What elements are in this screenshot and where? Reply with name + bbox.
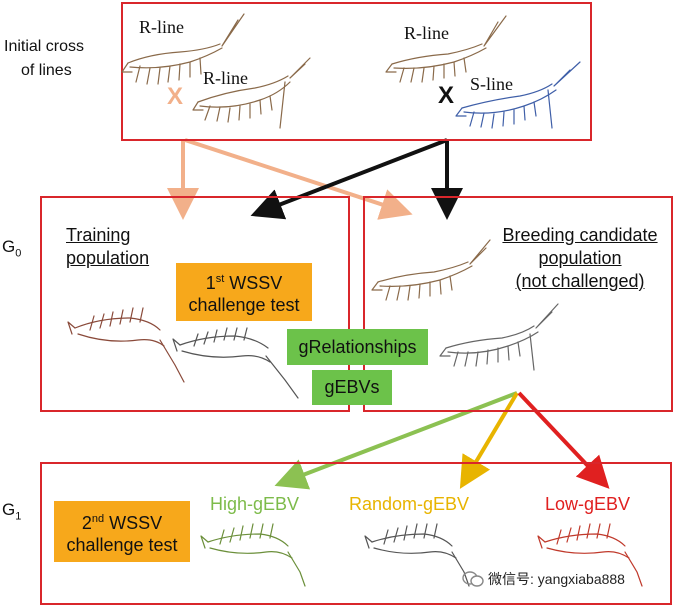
watermark: 微信号: yangxiaba888 — [462, 569, 625, 589]
grelationships-box: gRelationships — [287, 329, 428, 365]
breeding-population-box — [363, 196, 673, 412]
arrow-to-low — [517, 391, 610, 489]
gebvs-box: gEBVs — [312, 370, 392, 405]
left-bottom-rline-label: R-line — [203, 68, 248, 88]
training-population-title: Training population — [66, 225, 150, 268]
low-gebv-label: Low-gEBV — [545, 494, 631, 514]
arrow-rs-to-training — [250, 138, 448, 220]
training-population-box — [40, 196, 350, 412]
random-gebv-label: Random-gEBV — [349, 494, 470, 514]
cross-symbol-right: X — [438, 82, 455, 109]
right-top-rline-label: R-line — [404, 23, 449, 43]
arrow-rr-to-breeding — [184, 138, 413, 220]
first-challenge-test-box: 1st WSSV challenge test — [176, 263, 312, 321]
shrimp-random-gebv — [364, 523, 470, 587]
right-bottom-sline-label: S-line — [470, 74, 513, 94]
shrimp-breeding-bottom — [439, 303, 559, 371]
arrow-to-high — [274, 391, 518, 490]
arrow-to-random — [459, 391, 519, 489]
g1-box — [40, 462, 672, 605]
high-gebv-label: High-gEBV — [210, 494, 300, 514]
breeding-population-title: Breeding candidate population (not chall… — [502, 225, 658, 291]
g1-label: G1 — [2, 500, 22, 523]
shrimp-s-bottomright — [455, 61, 581, 129]
shrimp-r-topright — [385, 15, 507, 83]
shrimp-high-gebv — [200, 523, 306, 587]
initial-cross-label: Initial cross of lines — [4, 38, 85, 79]
second-challenge-test-box: 2nd WSSV challenge test — [54, 501, 190, 562]
cross-symbol-left: X — [167, 83, 184, 110]
g0-label: G0 — [2, 237, 22, 260]
watermark-text: 微信号: yangxiaba888 — [488, 571, 625, 587]
shrimp-r-bottomleft — [192, 57, 311, 129]
wechat-icon — [462, 571, 484, 587]
shrimp-training-right — [172, 327, 299, 399]
shrimp-low-gebv — [537, 523, 643, 587]
shrimp-breeding-top — [371, 239, 491, 301]
shrimp-r-topleft — [121, 13, 245, 85]
left-top-rline-label: R-line — [139, 17, 184, 37]
shrimp-training-left — [67, 307, 185, 383]
